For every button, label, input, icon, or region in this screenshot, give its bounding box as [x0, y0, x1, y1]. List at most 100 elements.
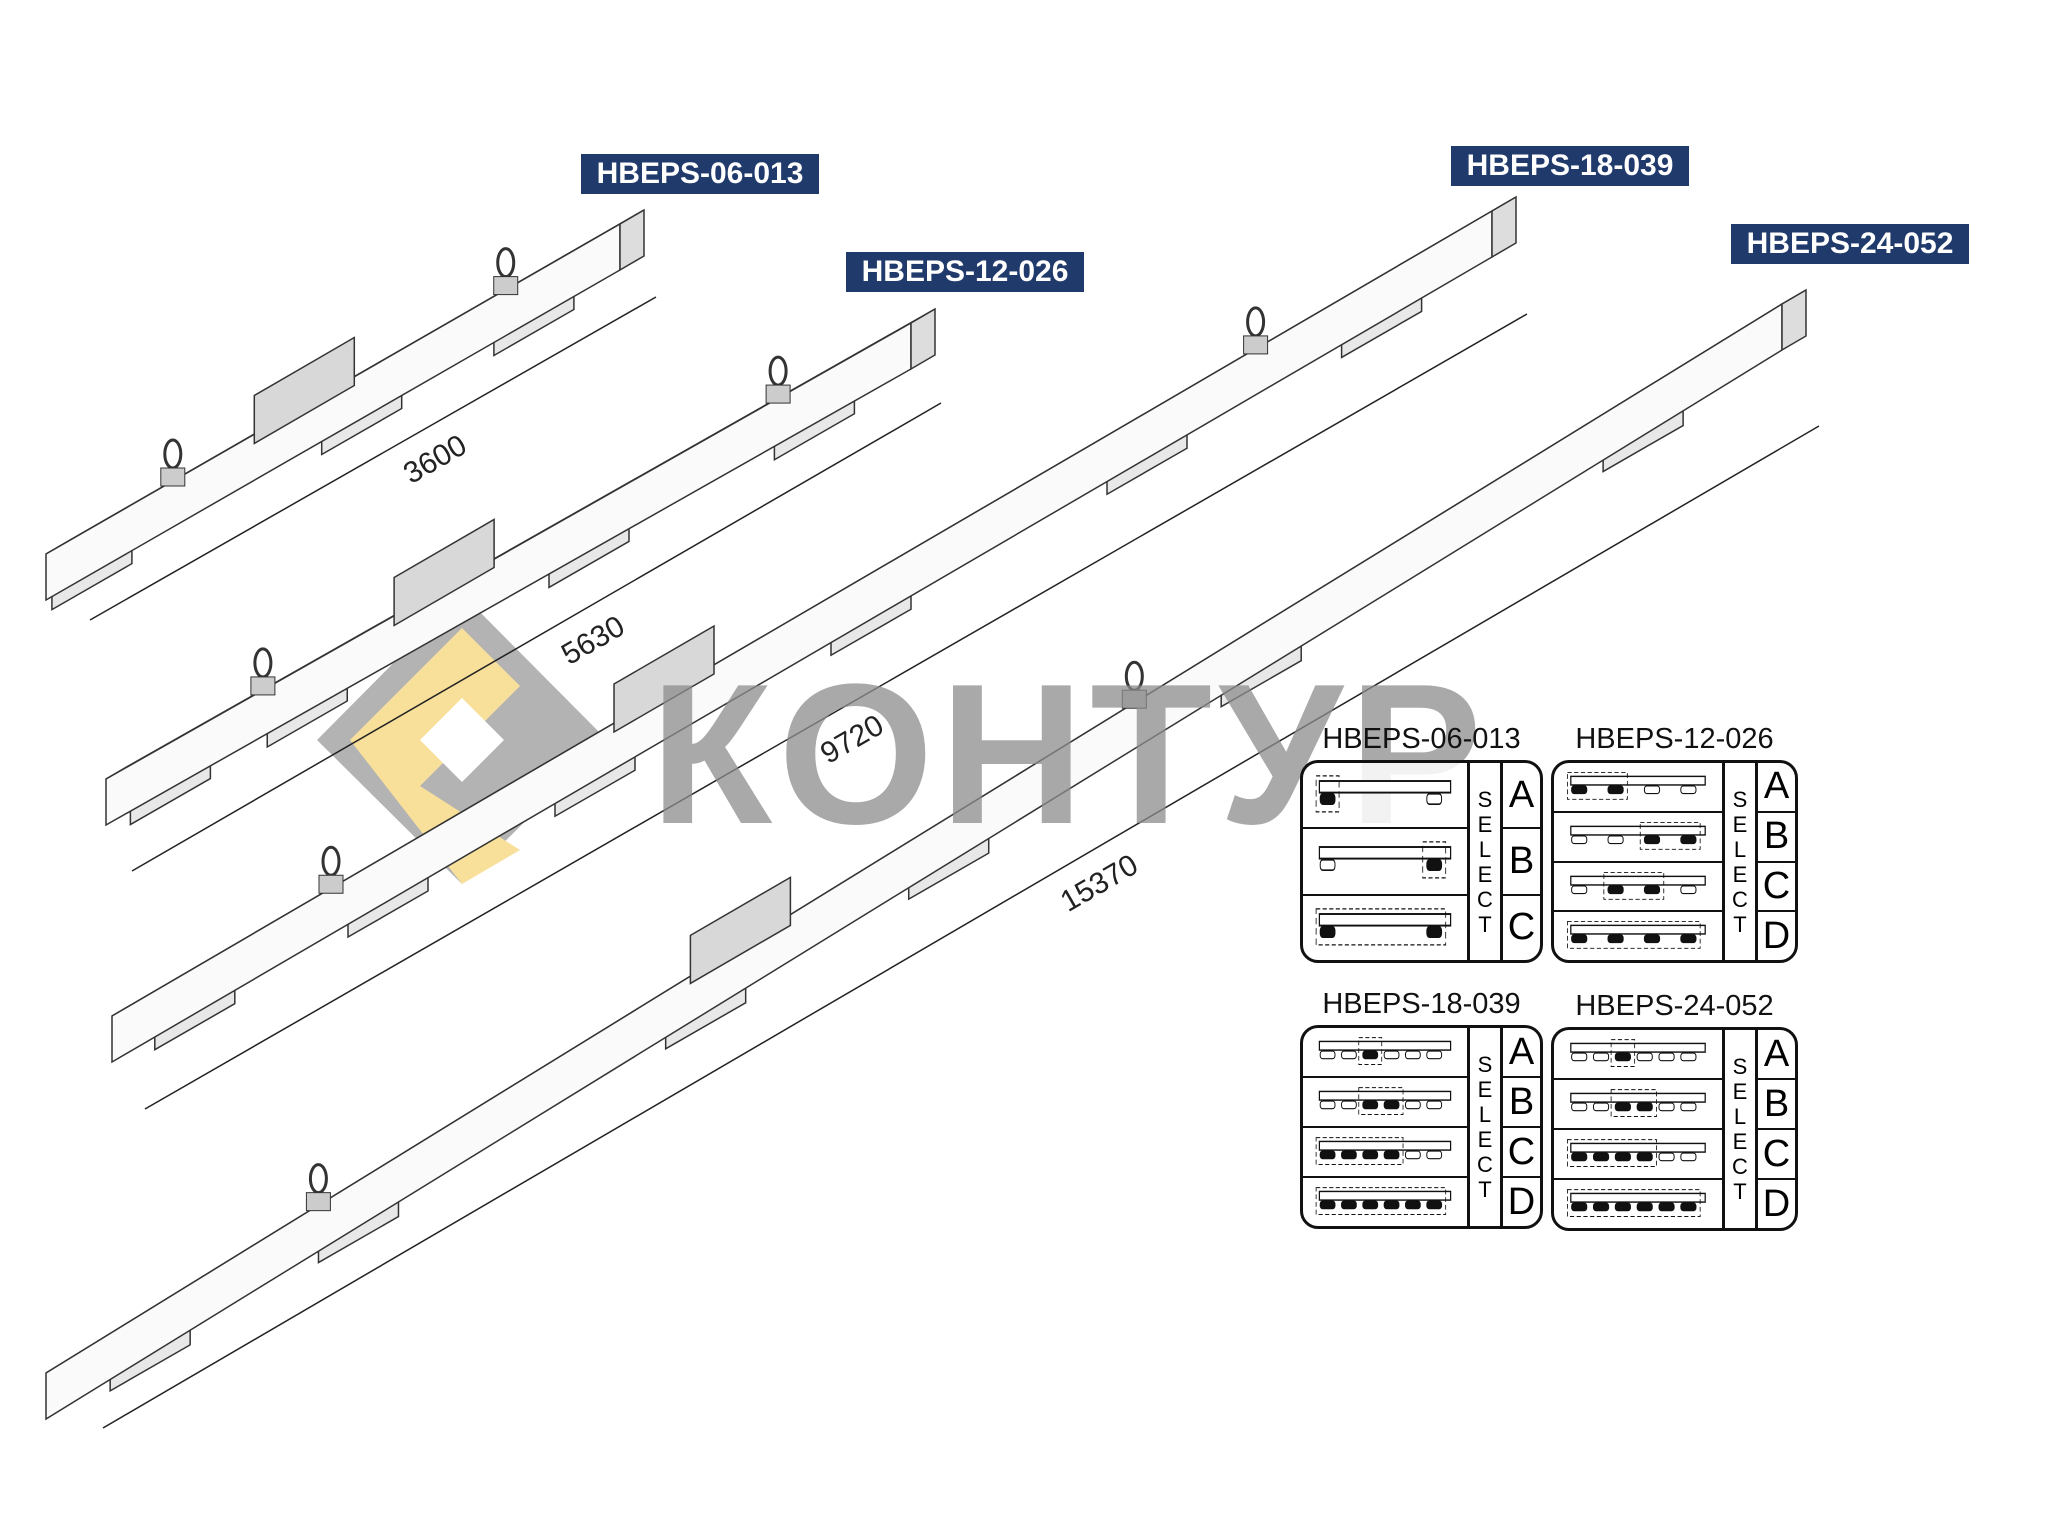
option-row-B[interactable]	[1554, 1080, 1722, 1130]
option-row-C[interactable]	[1303, 896, 1467, 960]
pad-active	[1643, 835, 1661, 844]
pad-active	[1426, 1200, 1443, 1210]
pad-active	[1405, 1200, 1421, 1210]
selection-outline	[1358, 1037, 1383, 1065]
option-letter[interactable]: C	[1758, 1130, 1795, 1180]
beam-end	[1491, 195, 1517, 259]
option-row-D[interactable]	[1303, 1178, 1467, 1226]
option-row-A[interactable]	[1303, 1028, 1467, 1078]
option-letter[interactable]: B	[1503, 829, 1540, 896]
selection-outline	[1422, 841, 1447, 879]
mini-beam	[1570, 1192, 1706, 1203]
mini-beam	[1570, 924, 1706, 935]
option-letter[interactable]: D	[1762, 914, 1791, 957]
selection-outline	[1315, 775, 1340, 813]
hook-base	[493, 276, 519, 296]
pad-active	[1319, 925, 1336, 938]
pad-active	[1680, 934, 1697, 944]
selection-outline	[1603, 871, 1665, 900]
pad-active	[1636, 1152, 1653, 1162]
selection-outline	[1315, 1137, 1404, 1165]
pad-active	[1319, 1200, 1336, 1210]
option-letter[interactable]: A	[1503, 763, 1540, 830]
beam-3	[111, 195, 1528, 1110]
lifting-eye-icon	[253, 647, 273, 679]
logo-center	[420, 698, 504, 782]
pad-inactive	[1680, 785, 1697, 795]
option-row-A[interactable]	[1554, 763, 1722, 813]
option-letter[interactable]: A	[1758, 763, 1795, 813]
pad-active	[1426, 925, 1443, 938]
lifting-eye-icon	[308, 1163, 328, 1195]
pad-inactive	[1592, 1102, 1610, 1112]
option-letter[interactable]: A	[1503, 1028, 1540, 1078]
option-letter[interactable]: B	[1503, 1078, 1540, 1128]
mini-beam	[1318, 912, 1452, 927]
pad-active	[1592, 1152, 1610, 1162]
lifting-eye-icon	[321, 845, 341, 877]
pad-inactive	[1426, 1100, 1443, 1110]
model-tag-06-013: HBEPS-06-013	[581, 154, 819, 194]
hook-base	[160, 467, 186, 487]
pad-active	[1319, 1150, 1336, 1160]
hook-base	[1121, 689, 1147, 709]
pad-inactive	[1592, 1052, 1610, 1062]
option-letter[interactable]: C	[1758, 863, 1795, 913]
mini-beam	[1318, 1090, 1452, 1101]
beam-end	[1781, 288, 1807, 352]
pad-active	[1658, 1202, 1675, 1212]
option-letter[interactable]: D	[1507, 1180, 1536, 1223]
pad-active	[1636, 1102, 1653, 1112]
option-letter[interactable]: D	[1762, 1182, 1791, 1225]
option-letter[interactable]: B	[1758, 1080, 1795, 1130]
pad-inactive	[1405, 1150, 1421, 1160]
pad-active	[1426, 859, 1443, 872]
pad-inactive	[1680, 884, 1697, 894]
panel-title: HBEPS-24-052	[1575, 990, 1774, 1022]
hook-base	[305, 1192, 331, 1212]
option-row-C[interactable]	[1554, 1130, 1722, 1180]
control-box	[253, 336, 356, 445]
option-row-D[interactable]	[1554, 1180, 1722, 1228]
pad-active	[1362, 1050, 1379, 1060]
option-letter[interactable]: B	[1758, 813, 1795, 863]
pad-active	[1614, 1152, 1631, 1162]
mini-beam	[1318, 1190, 1452, 1201]
pad-inactive	[1341, 1100, 1357, 1110]
option-letter[interactable]: C	[1507, 906, 1536, 949]
option-row-C[interactable]	[1303, 1128, 1467, 1178]
option-letter[interactable]: C	[1503, 1128, 1540, 1178]
model-tag-18-039: HBEPS-18-039	[1451, 146, 1689, 186]
hook-base	[250, 676, 276, 696]
option-row-D[interactable]	[1554, 912, 1722, 960]
option-row-B[interactable]	[1554, 813, 1722, 863]
dimension-line	[131, 402, 942, 872]
option-row-B[interactable]	[1303, 829, 1467, 896]
mini-beam	[1570, 775, 1706, 786]
control-box	[393, 518, 495, 627]
option-letter[interactable]: A	[1758, 1030, 1795, 1080]
pad-inactive	[1658, 1152, 1675, 1162]
lifting-eye-icon	[163, 438, 183, 470]
pad-inactive	[1319, 859, 1336, 872]
hook-base	[318, 874, 344, 894]
mini-beam	[1570, 1042, 1706, 1053]
option-row-B[interactable]	[1303, 1078, 1467, 1128]
model-tag-24-052: HBEPS-24-052	[1731, 224, 1969, 264]
selection-outline	[1610, 1089, 1657, 1117]
option-row-A[interactable]	[1303, 763, 1467, 830]
pad-active	[1592, 1202, 1610, 1212]
option-row-C[interactable]	[1554, 863, 1722, 913]
selection-outline	[1567, 772, 1628, 800]
pad-active	[1614, 1102, 1631, 1112]
option-row-A[interactable]	[1554, 1030, 1722, 1080]
selection-outline	[1315, 907, 1447, 946]
selection-outline	[1639, 821, 1701, 850]
